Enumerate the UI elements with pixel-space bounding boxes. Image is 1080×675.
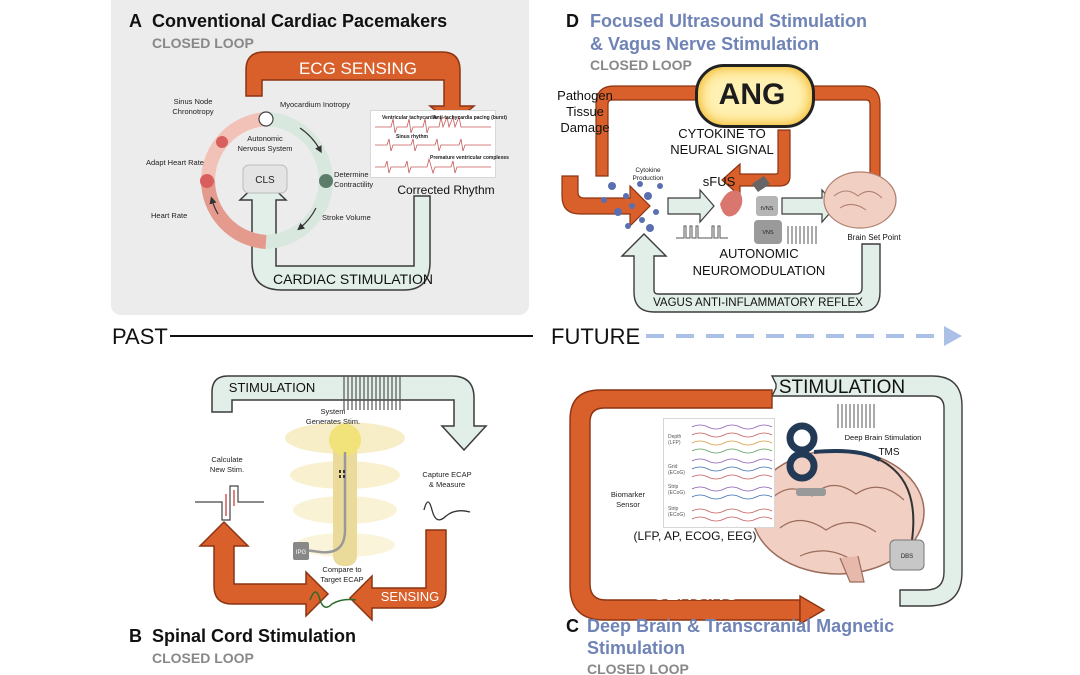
cardiac-stimulation-arrow: [238, 176, 431, 291]
eeg-trace-inset: [663, 418, 775, 528]
b-stim-pulses: [343, 376, 401, 410]
vns-device: [754, 196, 782, 244]
d-pulse-trains: [676, 225, 817, 244]
spine-illustration: [285, 422, 405, 566]
cytokine-dots: [601, 181, 663, 232]
spleen-icon: [720, 190, 743, 217]
b-left-orange-arrow: [198, 520, 330, 618]
sfus-transducer: [752, 176, 770, 192]
dbs-cable: [879, 459, 925, 571]
d-small-mint-arrow: [667, 188, 837, 224]
c-stimulation-arrow: [770, 375, 963, 607]
d-brain-icon: [823, 171, 897, 229]
ang-capsule: [695, 64, 815, 128]
b-sensing-arrow: [348, 529, 447, 622]
b-target-ecap-waveform: [309, 591, 357, 608]
d-vagus-reflex-arrow: [620, 233, 881, 313]
ecg-sensing-arrow: [245, 51, 477, 125]
b-stimulation-arrow: [211, 375, 488, 452]
b-calc-waveform: [195, 485, 264, 521]
cardiac-cycle-ring: [200, 111, 333, 249]
c-pulse-train: [837, 404, 875, 428]
c-brain-illustration: [751, 449, 925, 583]
future-arrowhead: [944, 326, 962, 346]
tms-coil: [786, 422, 882, 482]
b-ecap-waveform: [423, 501, 471, 521]
c-sensing-arrow: [569, 389, 826, 626]
ecg-strip-inset: [370, 110, 496, 178]
